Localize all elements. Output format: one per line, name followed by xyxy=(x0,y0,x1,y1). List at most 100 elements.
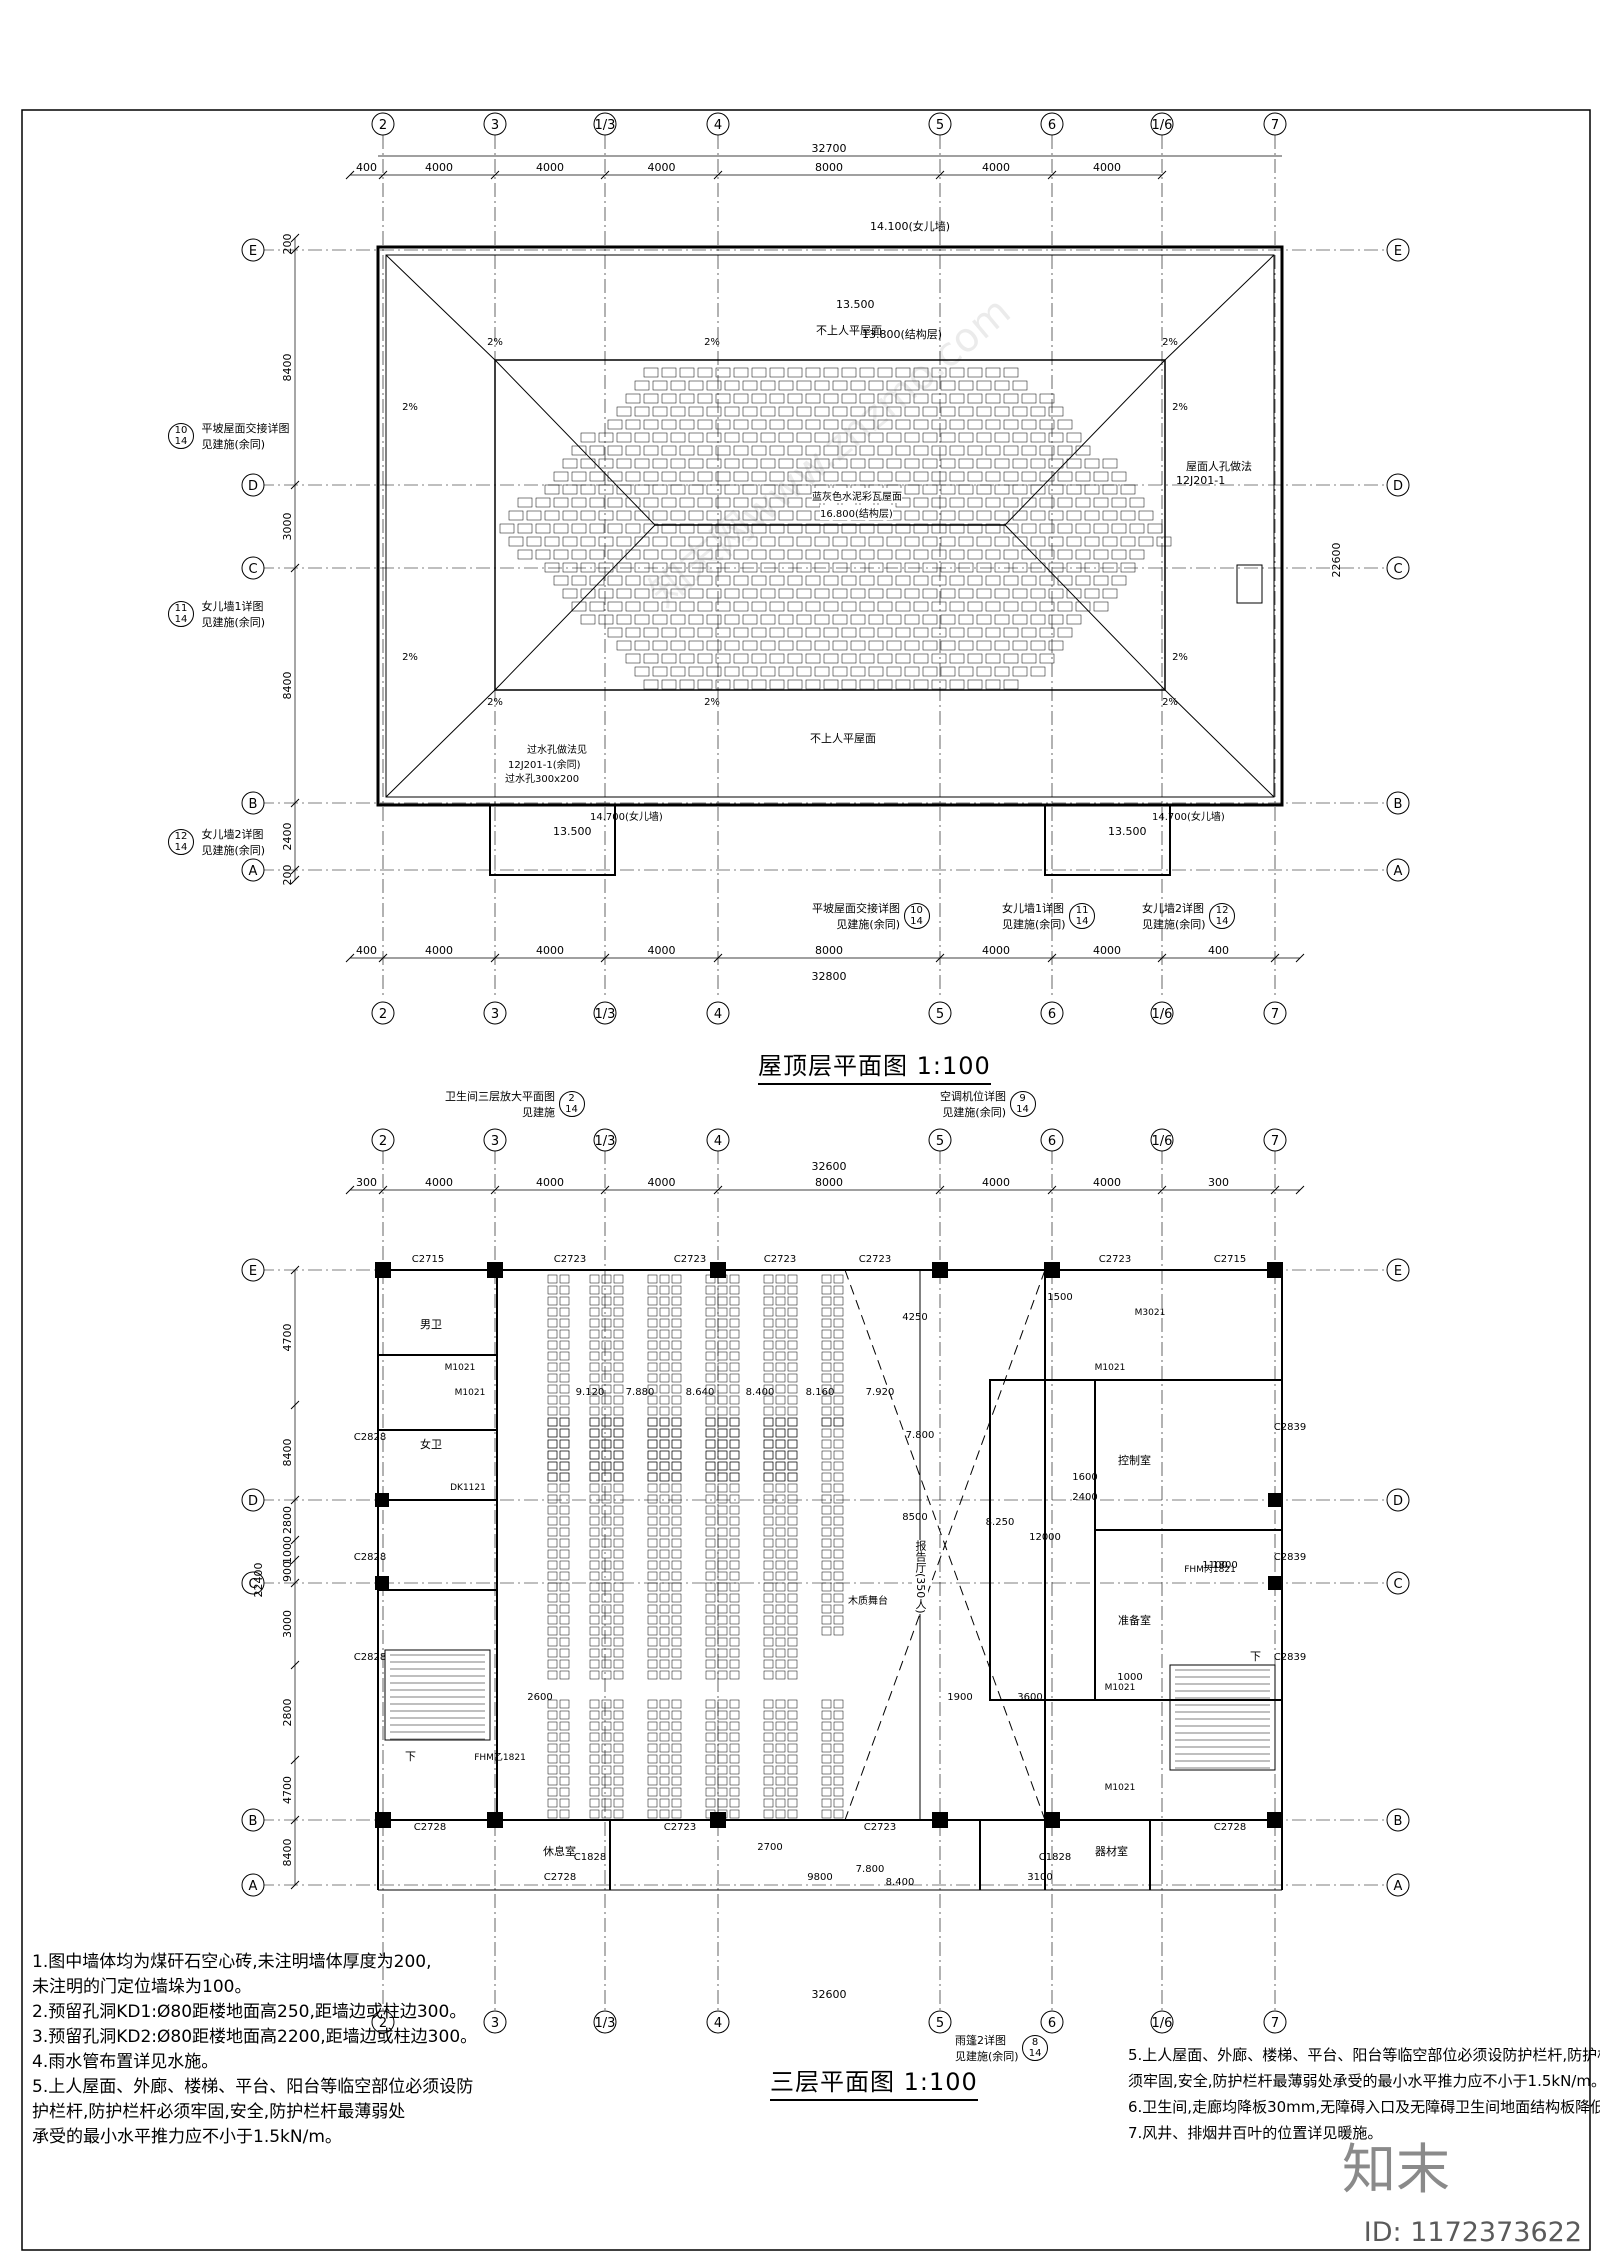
roof-axis-label: 1/6 xyxy=(1152,118,1173,133)
floor-dim-left: 2800 xyxy=(281,1506,294,1534)
roof-side-label: C xyxy=(1393,562,1402,577)
door-label: FHM乙1821 xyxy=(474,1752,526,1763)
floor-side-bubble xyxy=(1386,1873,1410,1897)
elevation-label: 7.880 xyxy=(626,1387,655,1398)
roof-plan: 2%2%2%2%2%2%2%2%2%2% xyxy=(376,245,1284,876)
roof-no-access-top: 不上人平屋面 xyxy=(816,324,882,337)
elevation-label: 7.800 xyxy=(856,1864,885,1875)
roof-side-label: A xyxy=(1394,864,1403,879)
floor-outline xyxy=(377,1269,1283,1821)
floor-side-bubble xyxy=(241,1873,265,1897)
stair-right xyxy=(1169,1664,1276,1771)
roof-dim-top: 4000 xyxy=(982,161,1010,174)
door-label: M1021 xyxy=(445,1363,476,1373)
floor-axis-bubble xyxy=(1263,2010,1287,2034)
hip-roof: 2%2%2%2%2%2%2%2%2%2% xyxy=(385,254,1275,798)
elevation-label: 8.640 xyxy=(686,1387,715,1398)
roof-slope-label: 2% xyxy=(487,337,503,348)
roof-axis-bubble xyxy=(593,112,617,136)
roof-axis-label: 6 xyxy=(1048,118,1056,133)
watermark-logo: 知末 xyxy=(1342,2138,1450,2201)
door-label: M1021 xyxy=(455,1388,486,1398)
room-stage: 木质舞台 xyxy=(848,1592,888,1607)
roof-hatch-ref: 屋面人孔做法 xyxy=(1186,460,1252,473)
roof-side-bubble xyxy=(241,858,265,882)
misc-dim: 4250 xyxy=(902,1312,927,1323)
roof-side-bubble xyxy=(1386,238,1410,262)
roof-dim-overall-top: 32700 xyxy=(812,142,847,155)
roof-side-bubble xyxy=(1386,556,1410,580)
roof-axis-bubble xyxy=(1263,112,1287,136)
misc-dim: 1500 xyxy=(1047,1292,1072,1303)
roof-axis-bubble xyxy=(1040,1001,1064,1025)
floor-side-bubble xyxy=(241,1488,265,1512)
roof-dim-left: 8400 xyxy=(281,672,294,700)
elevation-label: 8.400 xyxy=(746,1387,775,1398)
roof-dim-top: 8000 xyxy=(815,161,843,174)
roof-slope-label: 2% xyxy=(402,652,418,663)
floor-side-label: D xyxy=(248,1494,258,1509)
misc-dim: 3600 xyxy=(1017,1692,1042,1703)
misc-dim: 1600 xyxy=(1072,1472,1097,1483)
roof-dim-left: 8400 xyxy=(281,354,294,382)
roof-slope-label: 2% xyxy=(704,337,720,348)
window-label: C2723 xyxy=(764,1254,796,1265)
floor-axis-bubble xyxy=(371,1128,395,1152)
floor-axis-label: 1/3 xyxy=(595,1134,616,1149)
roof-tile-label: 蓝灰色水泥彩瓦屋面 xyxy=(812,488,902,503)
canopy-right-elev: 13.500 xyxy=(1108,825,1147,838)
elevation-label: 8.160 xyxy=(806,1387,835,1398)
floor-side-label: E xyxy=(249,1264,257,1279)
floor-dim-overall-top: 32600 xyxy=(812,1160,847,1173)
auditorium-seating xyxy=(547,1274,844,1819)
window-label: C2839 xyxy=(1274,1552,1306,1563)
roof-side-bubble xyxy=(241,473,265,497)
roof-side-label: A xyxy=(249,864,258,879)
floor-dim-top: 4000 xyxy=(982,1176,1010,1189)
roof-dim-bottom: 400 xyxy=(356,944,377,957)
roof-axis-label: 2 xyxy=(379,118,387,133)
floor-axis-label: 1/6 xyxy=(1152,2016,1173,2031)
roof-dim-top: 400 xyxy=(356,161,377,174)
floor-side-label: E xyxy=(1394,1264,1402,1279)
room-prep: 准备室 xyxy=(1118,1614,1151,1627)
floor-axis-label: 7 xyxy=(1271,1134,1279,1149)
roof-axis-bubble xyxy=(928,1001,952,1025)
window-label: C2723 xyxy=(664,1822,696,1833)
floor-side-bubble xyxy=(241,1258,265,1282)
window-label: C1828 xyxy=(574,1852,606,1863)
roof-axis-label: 4 xyxy=(714,1007,722,1022)
floor-axis-label: 4 xyxy=(714,1134,722,1149)
floor-axis-label: 5 xyxy=(936,1134,944,1149)
window-label: C2723 xyxy=(864,1822,896,1833)
roof-side-bubble xyxy=(1386,858,1410,882)
roof-dim-left: 3000 xyxy=(281,513,294,541)
canopy-left-parapet: 14.700(女儿墙) xyxy=(590,812,663,823)
roof-side-label: E xyxy=(249,244,257,259)
window-label: C2728 xyxy=(544,1872,576,1883)
window-label: C2839 xyxy=(1274,1652,1306,1663)
window-label: C2715 xyxy=(1214,1254,1246,1265)
floor-axis-bubble xyxy=(928,1128,952,1152)
roof-elev: 13.500 xyxy=(836,298,875,311)
roof-axis-bubble xyxy=(1040,112,1064,136)
stair-left xyxy=(384,1649,491,1741)
floor-axis-bubble xyxy=(483,1128,507,1152)
floor-side-label: A xyxy=(249,1879,258,1894)
roof-axis-label: 2 xyxy=(379,1007,387,1022)
roof-slope-label: 2% xyxy=(1172,402,1188,413)
roof-axis-label: 6 xyxy=(1048,1007,1056,1022)
floor-axis-label: 3 xyxy=(491,2016,499,2031)
floor-axis-label: 6 xyxy=(1048,1134,1056,1149)
floor-axis-bubble xyxy=(1263,1128,1287,1152)
roof-axis-label: 1/3 xyxy=(595,118,616,133)
elevation-label: 7.800 xyxy=(906,1430,935,1441)
